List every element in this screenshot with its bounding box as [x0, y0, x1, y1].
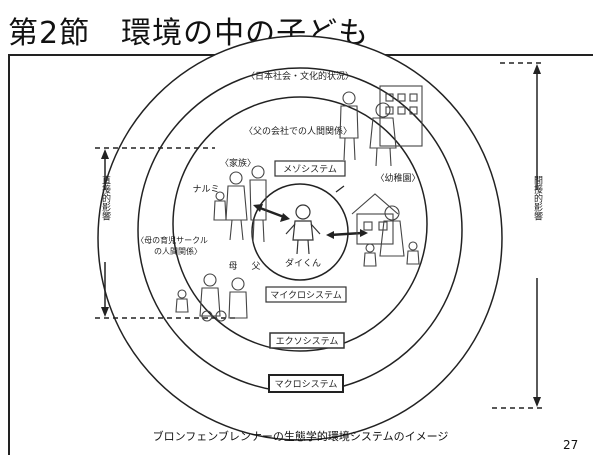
- mother-circle-label-1: 〈母の育児サークル: [136, 235, 208, 245]
- family-illustration: [213, 165, 267, 243]
- micro-core: [251, 183, 349, 281]
- left-border: [8, 54, 10, 455]
- father-work-label: 〈父の会社での人間関係〉: [244, 125, 352, 137]
- meso-pointer-arrow: [335, 185, 345, 193]
- macro-system-label: マクロシステム: [275, 379, 338, 390]
- page-number: 27: [563, 438, 579, 452]
- childcare-circle-illustration: [175, 273, 248, 322]
- culture-label: 〈日本社会・文化的状況〉: [246, 70, 354, 82]
- direct-influence-label: 直接的影響: [100, 174, 111, 221]
- figure-caption: ブロンフェンブレンナーの生態学的環境システムのイメージ: [152, 430, 449, 443]
- micro-system-label: マイクロシステム: [270, 290, 342, 301]
- workplace-illustration: [339, 85, 423, 167]
- exo-system-label: エクソシステム: [276, 336, 339, 347]
- family-arrow-head: [253, 204, 263, 212]
- meso-system-label: メゾシステム: [283, 164, 337, 175]
- micro-system-box: [265, 286, 347, 303]
- kindergarten-arrow-head: [360, 229, 368, 237]
- meso-system-box: [274, 160, 346, 177]
- kindergarten-label: 〈幼稚園〉: [375, 172, 420, 184]
- indirect-arrow-down-head: [533, 397, 541, 407]
- family-child-arrow: [259, 206, 285, 219]
- narumi-label: ナルミ: [192, 184, 219, 195]
- direct-arrow-up-head: [101, 149, 109, 159]
- child-arrow-head-right: [326, 231, 334, 239]
- child-arrow-head-left: [280, 213, 290, 222]
- family-label: 〈家族〉: [220, 157, 256, 169]
- direct-arrow-down-head: [101, 307, 109, 317]
- kindergarten-illustration: [351, 193, 420, 267]
- indirect-arrow-up-head: [533, 64, 541, 74]
- child-label: ダイくん: [285, 257, 321, 269]
- father-label: 父: [251, 261, 260, 272]
- child-illustration: [285, 204, 321, 255]
- mother-label: 母: [228, 261, 237, 272]
- mother-circle-label-2: の人間関係〉: [154, 247, 202, 256]
- macro-system-box: [268, 374, 344, 393]
- exo-system-box: [269, 332, 345, 349]
- indirect-influence-label: 間接的影響: [532, 175, 543, 221]
